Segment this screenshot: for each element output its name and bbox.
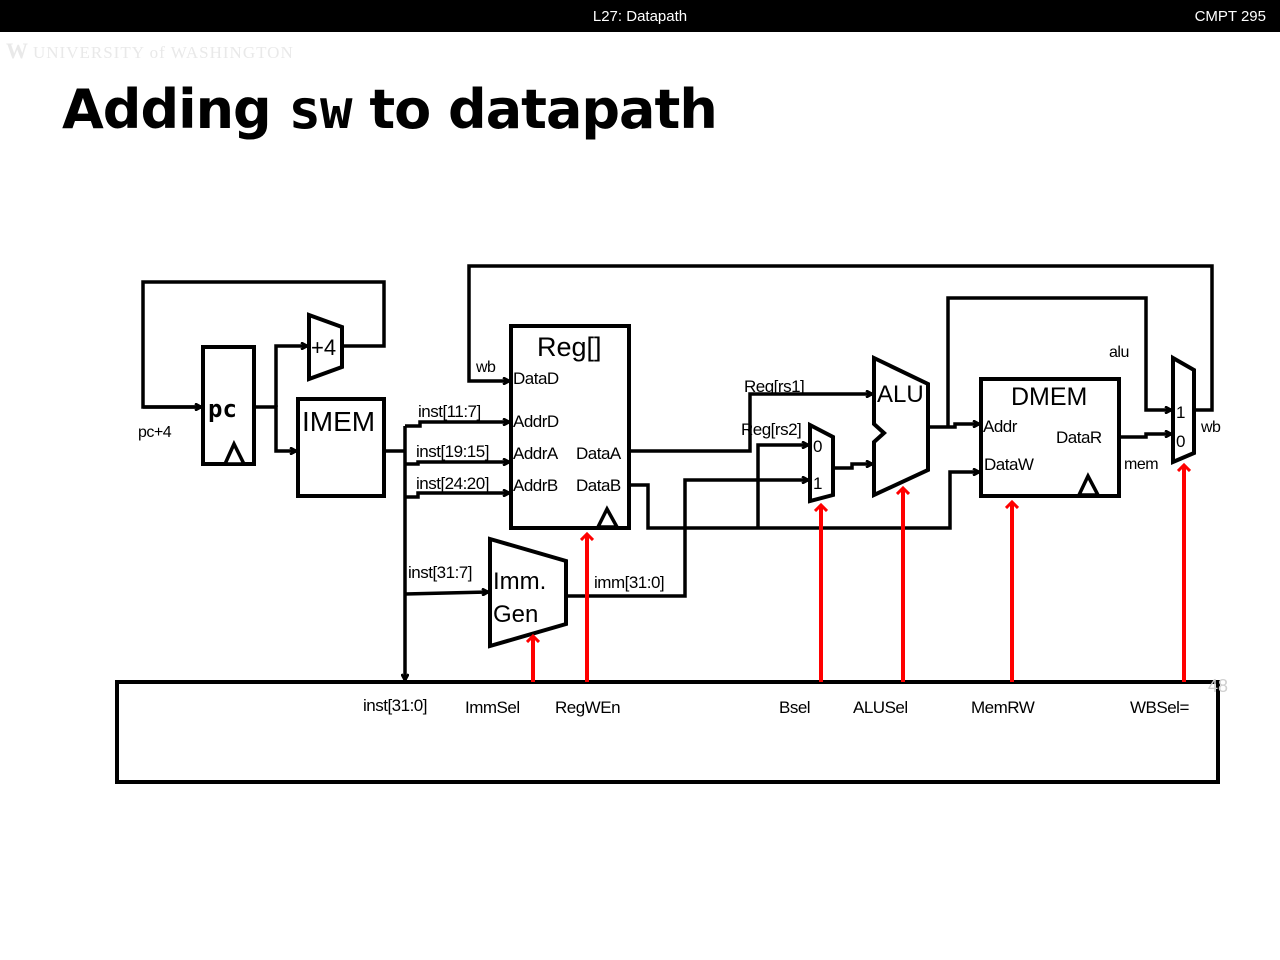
control-block (115, 680, 1220, 784)
wire-inst-31-7 (404, 592, 488, 594)
title-code: sw (288, 78, 353, 141)
pc-label: pc (208, 395, 237, 423)
wbmux-0-label: 0 (1176, 432, 1185, 451)
port-addr: Addr (983, 417, 1018, 436)
port-addrb: AddrB (513, 476, 558, 495)
imem-label: IMEM (302, 406, 375, 437)
ctrl-memrw: MemRW (971, 698, 1035, 717)
dmem-block (979, 377, 1121, 498)
port-dataw: DataW (984, 455, 1034, 474)
wb-mux (1171, 354, 1196, 466)
bmux-0-label: 0 (813, 437, 822, 456)
wire-imm-bmux (566, 480, 808, 598)
alu-block (872, 354, 930, 499)
wire-pc-adder (274, 346, 307, 407)
ctrl-inst: inst[31:0] (363, 696, 427, 715)
dmem-clock-icon (1076, 472, 1101, 497)
label-inst-24-20: inst[24:20] (416, 474, 489, 493)
ctrl-immsel: ImmSel (465, 698, 520, 717)
label-inst-19-15: inst[19:15] (416, 442, 489, 461)
imem-block (296, 397, 386, 498)
wire-inst-24-20 (405, 493, 509, 499)
wire-rs1-alu (629, 394, 872, 453)
plus4-label: +4 (311, 335, 336, 360)
wbmux-1-label: 1 (1176, 403, 1185, 422)
reg-clock-icon (595, 505, 620, 529)
wire-rs2-bmux (756, 445, 808, 528)
ctrl-regwen: RegWEn (555, 698, 620, 717)
title-suffix: to datapath (351, 78, 717, 141)
ctrl-alusel: ALUSel (853, 698, 908, 717)
imm-label-2: Gen (493, 601, 538, 628)
uw-w-icon: W (6, 38, 29, 63)
alu-label: ALU (877, 381, 924, 408)
imm-gen-block (488, 536, 568, 649)
wire-mem-wbmux (1119, 434, 1171, 439)
label-mem: mem (1124, 456, 1158, 473)
port-datab: DataB (576, 476, 621, 495)
port-dataa: DataA (576, 444, 622, 463)
port-datad: DataD (513, 369, 559, 388)
wire-pc-imem (254, 405, 296, 451)
port-datar: DataR (1056, 428, 1102, 447)
title-prefix: Adding (62, 78, 289, 141)
bsel-mux (808, 421, 835, 504)
wire-rs2-dmem (629, 472, 979, 530)
label-wb-out: wb (1200, 419, 1221, 436)
label-reg-rs2: Reg[rs2] (741, 420, 801, 439)
label-alu: alu (1109, 344, 1129, 361)
wire-alu-addr (928, 424, 979, 429)
wire-inst-19-15 (405, 462, 509, 464)
lecture-title: L27: Datapath (592, 8, 688, 25)
wire-inst-11-7 (405, 422, 509, 428)
port-addrd: AddrD (513, 412, 559, 431)
ctrl-bsel: Bsel (779, 698, 810, 717)
top-bar: L27: Datapath CMPT 295 (0, 0, 1280, 32)
wire-bmux-alu (833, 464, 872, 470)
imm-label-1: Imm. (493, 568, 546, 595)
slide-number: 48 (1208, 676, 1229, 696)
label-reg-rs1: Reg[rs1] (744, 377, 804, 396)
pc-clock-icon (222, 439, 247, 466)
dmem-label: DMEM (1011, 383, 1087, 411)
university-name: UNIVERSITY of WASHINGTON (33, 43, 294, 62)
label-pc4: pc+4 (138, 424, 172, 441)
course-code: CMPT 295 (1194, 8, 1266, 25)
port-addra: AddrA (513, 444, 559, 463)
label-inst-11-7: inst[11:7] (418, 402, 481, 421)
wire-wb-loop (467, 264, 1214, 412)
wire-pc4-loop (141, 280, 386, 409)
label-inst-31-7: inst[31:7] (408, 563, 472, 582)
ctrl-wbsel: WBSel= (1130, 698, 1189, 717)
pc-adder (307, 312, 344, 382)
label-imm: imm[31:0] (594, 573, 664, 592)
slide-title: Adding sw to datapath (62, 78, 718, 141)
label-wb-in: wb (475, 359, 496, 376)
wire-alu-wbmux (946, 296, 1171, 427)
bmux-1-label: 1 (813, 474, 822, 493)
regfile-block (509, 324, 631, 530)
reg-label: Reg[] (537, 332, 602, 362)
